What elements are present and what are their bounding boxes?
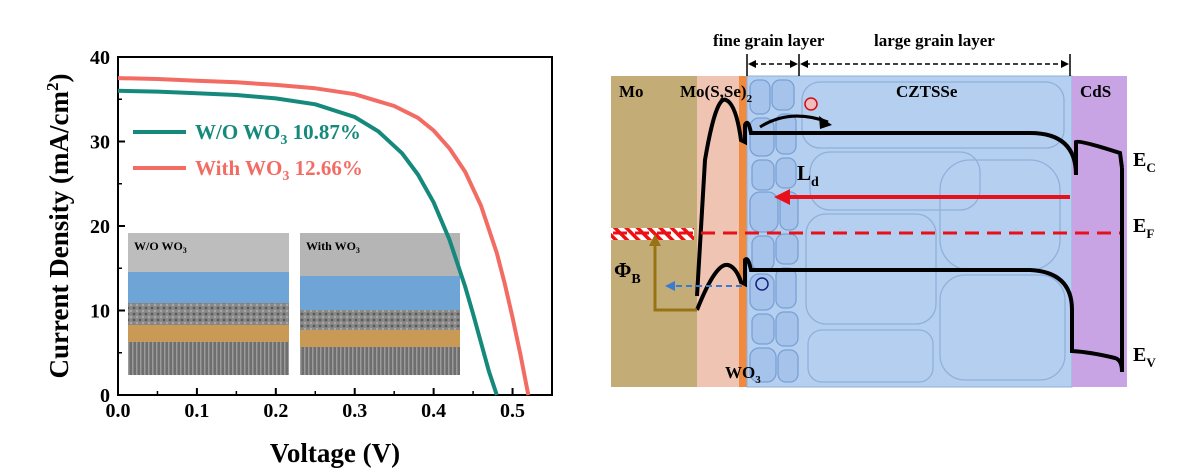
x-tick-label: 0.5 xyxy=(500,400,525,422)
czts-label: CZTSSe xyxy=(896,82,958,101)
fine-grain-label: fine grain layer xyxy=(713,31,825,50)
y-tick-label: 30 xyxy=(90,132,110,154)
wo3-label: WO3 xyxy=(725,363,761,386)
moss-label: Mo(S,Se)2 xyxy=(680,82,753,105)
large-dim-left-arrowhead xyxy=(800,60,808,68)
band-diagram: fine grain layer large grain layer Mo Mo… xyxy=(611,31,1156,388)
y-tick-label: 20 xyxy=(90,216,110,238)
y-tick-label: 10 xyxy=(90,301,110,323)
x-tick-label: 0.0 xyxy=(106,400,131,422)
wo3-layer xyxy=(739,76,747,387)
electron-symbol xyxy=(804,97,818,111)
ec-label: EC xyxy=(1133,149,1156,175)
ld-label: Ld xyxy=(797,161,819,190)
valence-band xyxy=(695,168,1124,373)
inset-label-with: With WO3 xyxy=(306,239,360,255)
y-tick-label: 40 xyxy=(90,47,110,69)
x-tick-label: 0.2 xyxy=(263,400,288,422)
chart-ticks: 0.0 0.1 0.2 0.3 0.4 0.5 0 10 20 30 40 xyxy=(90,47,553,422)
hole-symbol xyxy=(755,277,769,291)
ev-label: EV xyxy=(1133,344,1156,370)
y-axis-label: Current Density (mA/cm2) xyxy=(43,74,74,379)
large-grain-label: large grain layer xyxy=(874,31,995,50)
phi-b-label: ΦB xyxy=(614,258,641,287)
fine-grains xyxy=(749,79,799,383)
conduction-band xyxy=(695,97,1124,297)
barrier-arrowhead xyxy=(649,234,661,246)
barrier-bracket xyxy=(653,240,697,312)
electron-arrowhead xyxy=(819,116,832,129)
large-dim-right-arrowhead xyxy=(1061,60,1069,68)
y-tick-label: 0 xyxy=(100,385,110,407)
fine-dim-left-arrowhead xyxy=(748,60,756,68)
series-line-1 xyxy=(117,76,531,396)
x-tick-label: 0.3 xyxy=(342,400,367,422)
jv-chart: W/O WO3 With WO3 0.0 0.1 0.2 0.3 0.4 0.5 0 10 20… xyxy=(43,47,553,468)
x-axis-label: Voltage (V) xyxy=(270,438,400,468)
metal-fermi-hatch xyxy=(611,228,694,240)
chart-curves xyxy=(117,76,531,396)
ef-label: EF xyxy=(1133,215,1154,241)
inset-with-wo3: With WO3 xyxy=(300,233,460,375)
fine-dim-right-arrowhead xyxy=(790,60,798,68)
cds-label: CdS xyxy=(1080,82,1111,101)
hole-arrowhead xyxy=(665,281,675,291)
diffusion-arrowhead xyxy=(774,189,790,205)
x-tick-label: 0.1 xyxy=(184,400,209,422)
legend-label-without: W/O WO3 10.87% xyxy=(195,120,361,148)
series-line-0 xyxy=(117,88,499,396)
inset-without-wo3: W/O WO3 xyxy=(128,233,289,375)
mo-label: Mo xyxy=(619,82,644,101)
legend: W/O WO3 10.87% With WO3 12.66% xyxy=(133,120,363,184)
x-tick-label: 0.4 xyxy=(421,400,446,422)
inset-label-without: W/O WO3 xyxy=(134,239,187,255)
legend-label-with: With WO3 12.66% xyxy=(195,156,363,184)
